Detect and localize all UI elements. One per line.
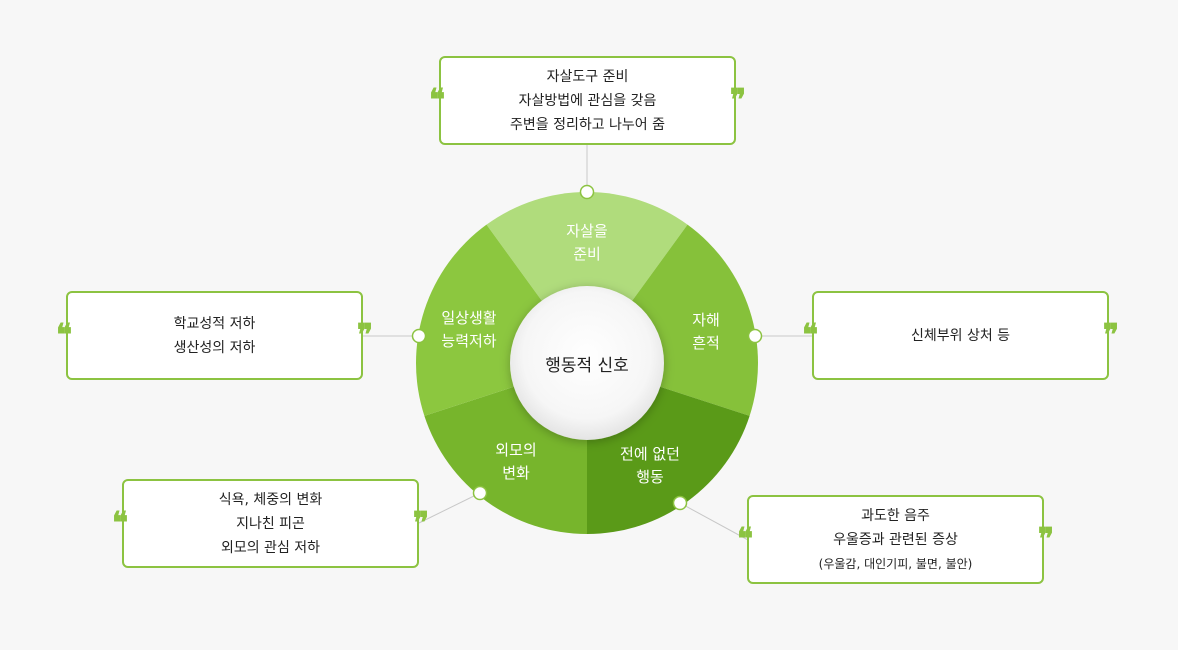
ring-segment-prepare — [486, 192, 688, 363]
center-circle — [510, 286, 664, 440]
dot-dailylife — [411, 328, 427, 344]
box-newbehavior: ❝ 과도한 음주 우울증과 관련된 증상 (우울감, 대인기피, 불면, 불안)… — [737, 495, 1054, 584]
box-line: 신체부위 상처 등 — [910, 327, 1011, 344]
box-line: 학교성적 저하 — [173, 315, 256, 332]
box-line: 외모의 관심 저하 — [220, 539, 321, 556]
segment-label-dailylife: 일상생활 능력저하 — [424, 307, 514, 353]
segment-line: 자해 — [692, 311, 720, 329]
segment-label-selfharm: 자해 흔적 — [661, 309, 751, 355]
dot-newbehavior — [672, 495, 688, 511]
close-quote-icon: ❞ — [356, 317, 373, 353]
segment-line: 외모의 — [495, 441, 537, 459]
segment-line: 준비 — [573, 245, 601, 263]
dot-appearance — [472, 485, 488, 501]
close-quote-icon: ❞ — [1102, 317, 1119, 353]
segment-label-newbehavior: 전에 없던 행동 — [605, 443, 695, 489]
box-line: 주변을 정리하고 나누어 줌 — [509, 116, 666, 133]
box-line: 식욕, 체중의 변화 — [218, 491, 323, 508]
segment-line: 자살을 — [566, 222, 608, 240]
open-quote-icon: ❝ — [429, 82, 446, 118]
close-quote-icon: ❞ — [412, 505, 429, 541]
box-line: 자살도구 준비 — [546, 68, 629, 85]
segment-line: 일상생활 — [441, 309, 497, 327]
box-appearance: ❝ 식욕, 체중의 변화 지나친 피곤 외모의 관심 저하 ❞ — [112, 479, 429, 568]
connector-newbehavior — [679, 502, 749, 541]
center-label: 행동적 신호 — [545, 355, 629, 376]
dot-prepare — [579, 184, 595, 200]
open-quote-icon: ❝ — [737, 521, 754, 557]
box-line: 지나친 피곤 — [236, 515, 305, 532]
segment-line: 능력저하 — [441, 332, 497, 350]
box-line: 우울증과 관련된 증상 — [833, 531, 958, 548]
dot-selfharm — [747, 328, 763, 344]
segment-line: 행동 — [636, 468, 664, 486]
box-prepare: ❝ 자살도구 준비 자살방법에 관심을 갖음 주변을 정리하고 나누어 줌 ❞ — [429, 56, 746, 145]
segment-label-appearance: 외모의 변화 — [471, 439, 561, 485]
open-quote-icon: ❝ — [112, 505, 129, 541]
connector-lines — [362, 145, 812, 541]
box-dailylife: ❝ 학교성적 저하 생산성의 저하 ❞ — [56, 291, 373, 380]
close-quote-icon: ❞ — [1037, 521, 1054, 557]
segment-line: 흔적 — [692, 334, 720, 352]
segment-label-prepare: 자살을 준비 — [542, 220, 632, 266]
box-selfharm: ❝ 신체부위 상처 등 ❞ — [802, 291, 1119, 380]
box-line: 생산성의 저하 — [173, 339, 256, 356]
segment-line: 변화 — [502, 464, 530, 482]
close-quote-icon: ❞ — [729, 82, 746, 118]
connector-dots — [411, 184, 763, 511]
open-quote-icon: ❝ — [56, 317, 73, 353]
box-line: 과도한 음주 — [861, 507, 930, 524]
segment-line: 전에 없던 — [620, 445, 680, 463]
box-line: 자살방법에 관심을 갖음 — [518, 92, 657, 109]
box-note: (우울감, 대인기피, 불면, 불안) — [818, 556, 973, 571]
connector-appearance — [418, 492, 481, 524]
open-quote-icon: ❝ — [802, 317, 819, 353]
